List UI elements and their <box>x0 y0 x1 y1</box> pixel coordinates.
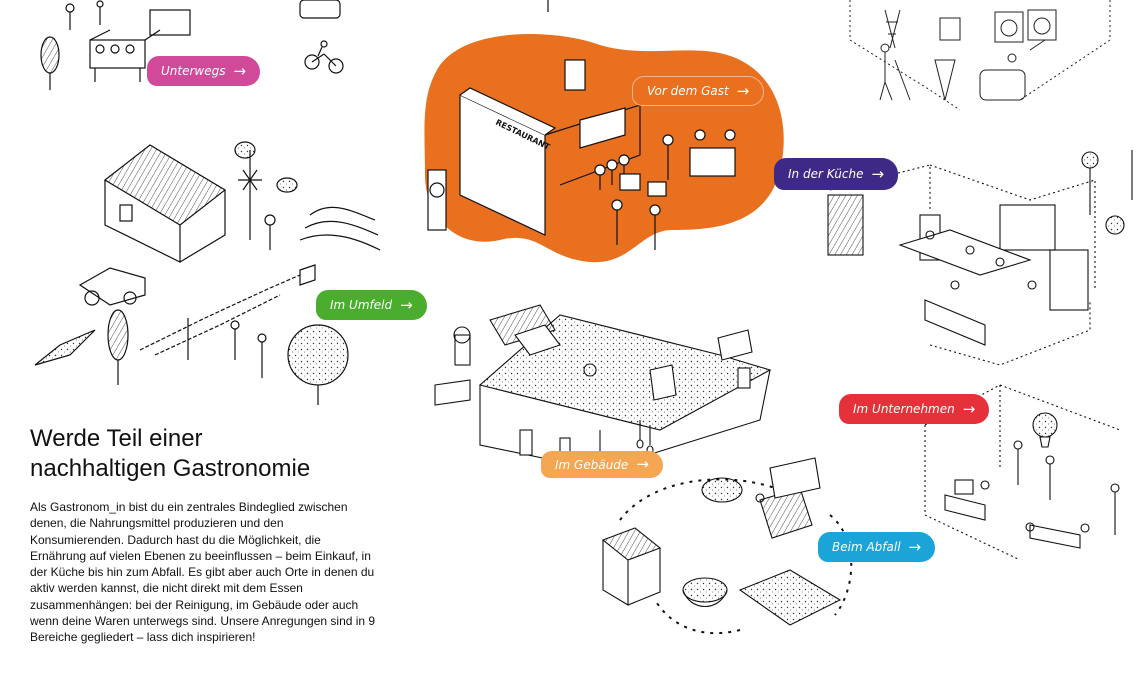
farm-illustration <box>34 141 381 405</box>
category-tag-vor-dem-gast[interactable]: Vor dem Gast → <box>632 76 765 106</box>
arrow-right-icon: → <box>233 61 247 80</box>
category-tag-im-unternehmen[interactable]: Im Unternehmen → <box>839 394 990 424</box>
headline-line-2: nachhaltigen Gastronomie <box>30 455 311 482</box>
category-label: Im Umfeld <box>330 298 393 312</box>
category-tag-in-der-kueche[interactable]: In der Küche → <box>774 158 899 190</box>
arrow-right-icon: → <box>736 81 750 100</box>
category-label: Im Unternehmen <box>853 402 955 416</box>
street-market-illustration <box>40 0 549 90</box>
kitchen-illustration <box>827 150 1133 366</box>
arrow-right-icon: → <box>400 295 413 314</box>
page-headline: Werde Teil einer nachhaltigen Gastronomi… <box>30 424 410 484</box>
building-illustration <box>434 304 772 471</box>
category-label: Im Gebäude <box>555 457 629 472</box>
category-tag-unterwegs[interactable]: Unterwegs → <box>147 56 261 86</box>
office-illustration <box>924 384 1121 561</box>
arrow-right-icon: → <box>871 164 885 183</box>
arrow-right-icon: → <box>636 455 649 473</box>
category-tag-im-umfeld[interactable]: Im Umfeld → <box>316 290 427 320</box>
category-label: Beim Abfall <box>832 540 901 554</box>
category-label: Unterwegs <box>161 64 226 78</box>
category-tag-beim-abfall[interactable]: Beim Abfall → <box>818 532 936 562</box>
category-label: Vor dem Gast <box>647 84 729 98</box>
category-label: In der Küche <box>788 167 864 181</box>
arrow-right-icon: → <box>962 399 976 418</box>
headline-line-1: Werde Teil einer <box>30 425 203 452</box>
cleaning-room-illustration <box>849 0 1111 111</box>
waste-cycle-illustration <box>601 457 853 635</box>
intro-paragraph: Als Gastronom_in bist du ein zentrales B… <box>30 500 376 645</box>
category-tag-im-gebaeude[interactable]: Im Gebäude → <box>541 451 663 478</box>
arrow-right-icon: → <box>908 537 922 556</box>
restaurant-illustration: RESTAURANT <box>424 33 784 263</box>
